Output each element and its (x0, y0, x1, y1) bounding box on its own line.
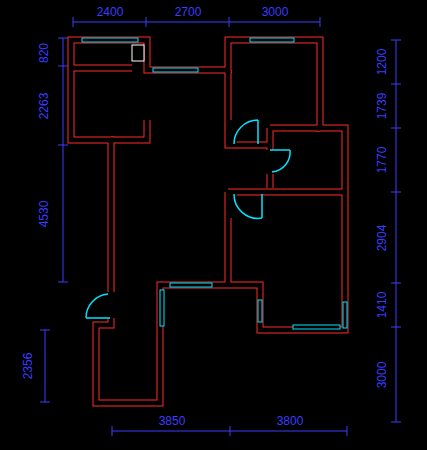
door-swing (270, 150, 290, 172)
dimension-text: 2263 (38, 92, 50, 121)
dimension-line (40, 330, 50, 402)
dimension-text: 2904 (376, 224, 388, 253)
window (82, 38, 138, 42)
dimension-text: 1770 (376, 146, 388, 175)
walls (71, 40, 345, 403)
dimension-text: 3800 (276, 415, 305, 427)
dimension-line (73, 17, 320, 27)
dimension-text: 1739 (376, 92, 388, 121)
dimension-text: 1200 (376, 48, 388, 77)
dimension-line (112, 426, 347, 436)
dimension-text: 820 (38, 42, 50, 64)
dimension-text: 3000 (376, 361, 388, 390)
doors (86, 120, 290, 318)
dimension-line (391, 40, 401, 422)
wall-core (71, 40, 345, 403)
window (293, 325, 340, 329)
dimension-text: 2400 (96, 6, 125, 18)
window (153, 68, 198, 72)
dimension-text: 3850 (158, 415, 187, 427)
door-swing (234, 194, 262, 218)
dimension-text: 1410 (376, 291, 388, 320)
dimension-text: 2700 (174, 6, 203, 18)
dimension-text: 2356 (22, 352, 34, 381)
dimension-text: 4530 (38, 200, 50, 229)
windows (82, 38, 347, 329)
window (160, 290, 164, 326)
door-gap (111, 120, 270, 318)
window (343, 302, 347, 328)
door-swing (86, 294, 110, 318)
fixture-box (132, 45, 144, 61)
dimension-lines (40, 17, 401, 436)
window (250, 38, 294, 42)
window (170, 283, 212, 287)
wall (71, 40, 345, 403)
dimension-text: 3000 (261, 6, 290, 18)
window (258, 300, 262, 322)
wall-core (71, 68, 345, 285)
door-swing (234, 120, 258, 144)
dimension-line (58, 38, 68, 282)
